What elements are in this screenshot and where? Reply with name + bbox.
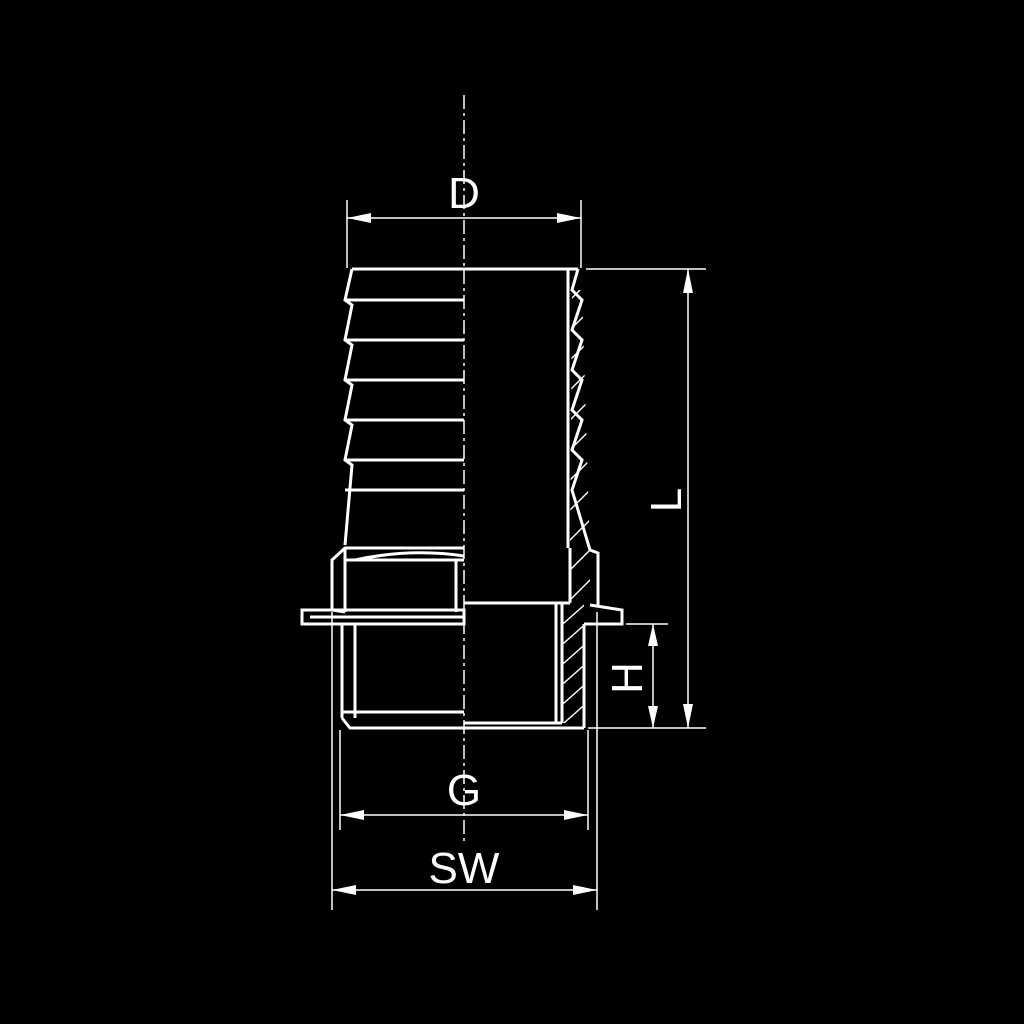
label-d: D <box>448 169 480 218</box>
sealing-flange <box>300 603 624 626</box>
barb-wall-section <box>568 268 600 605</box>
hex-nut <box>330 546 570 614</box>
label-g: G <box>447 766 481 815</box>
dimension-h: H <box>603 623 668 728</box>
dimension-sw: SW <box>331 612 598 910</box>
hose-barb <box>343 267 578 548</box>
label-sw: SW <box>429 844 500 893</box>
dimension-d: D <box>346 169 582 268</box>
dimension-g: G <box>339 730 589 830</box>
threaded-section <box>340 603 586 730</box>
label-l: L <box>642 488 691 512</box>
dimension-l: L <box>586 268 706 729</box>
label-h: H <box>603 662 652 694</box>
